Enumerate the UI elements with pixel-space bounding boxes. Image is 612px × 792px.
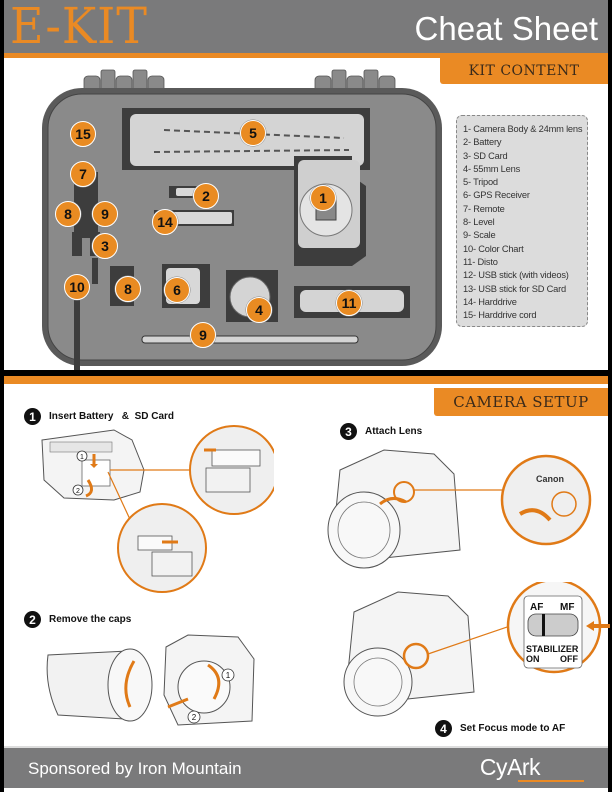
legend-item: 9- Scale [463,230,496,241]
step-4-number: 4 [435,720,452,737]
kit-legend: 1- Camera Body & 24mm lens 2- Battery 3-… [456,115,588,327]
svg-text:OFF: OFF [560,654,578,664]
kit-badge-level-small: 8 [55,201,81,227]
step-3-label: Attach Lens [365,426,423,437]
callout-1-text: 1 [80,454,84,461]
legend-item: 5- Tripod [463,177,498,188]
svg-text:Canon: Canon [536,474,564,484]
kit-badge-scale-small: 9 [92,201,118,227]
header: E-KIT Cheat Sheet [4,0,608,55]
kit-badge-gps: 6 [164,277,190,303]
scale-slot [141,335,359,344]
section-divider-dark [4,370,608,376]
kit-badge-remote: 7 [70,161,96,187]
legend-item: 2- Battery [463,137,502,148]
step-1-label: Insert Battery & SD Card [49,411,175,422]
footer: Sponsored by Iron Mountain CyArk [4,748,608,788]
cyark-logo: CyArk [479,754,541,780]
sponsor-text: Sponsored by Iron Mountain [28,759,242,778]
step-3-number: 3 [340,423,357,440]
page-title: Cheat Sheet [414,10,598,47]
logo-underline [518,780,584,782]
section-divider [4,376,608,384]
legend-item: 14- Harddrive [463,296,517,307]
legend-item: 7- Remote [463,203,505,214]
step-2-label: Remove the caps [49,614,132,625]
legend-item: 4- 55mm Lens [463,163,521,174]
kit-badge-battery: 2 [193,183,219,209]
svg-text:1: 1 [226,671,231,680]
focus-mode-illustration: AF MF STABILIZER ON OFF [343,582,610,717]
step-4-heading: 4 Set Focus mode to AF [435,720,565,737]
legend-item: 1- Camera Body & 24mm lens [463,124,583,134]
kit-badge-level: 8 [115,276,141,302]
legend-item: 13- USB stick for SD Card [463,283,566,294]
callout-2-text: 2 [76,488,80,495]
kit-badge-scale: 9 [190,322,216,348]
kit-badge-tripod: 5 [240,120,266,146]
svg-text:STABILIZER: STABILIZER [526,644,579,654]
remove-caps-illustration: 1 2 [46,634,255,726]
color-chart-slot [74,278,80,370]
svg-text:AF: AF [530,602,543,613]
kit-badge-camera-body: 1 [310,185,336,211]
footer-divider [4,746,608,748]
kit-badge-harddrive-cord: 15 [70,121,96,147]
step-3-heading: 3 Attach Lens [340,423,422,440]
step-4-label: Set Focus mode to AF [460,723,566,734]
legend-item: 10- Color Chart [463,243,524,254]
brand-title: E-KIT [10,0,148,55]
kit-badge-harddrive: 14 [152,209,178,235]
legend-item: 3- SD Card [463,150,508,161]
kit-badge-sd-card: 3 [92,233,118,259]
kit-badge-color-chart: 10 [64,274,90,300]
attach-lens-illustration: Canon [327,449,592,569]
step-2-heading: 2 Remove the caps [24,611,131,628]
legend-item: 15- Harddrive cord [463,310,537,321]
insert-battery-illustration: 1 2 [41,425,274,593]
step-1-number: 1 [24,408,41,425]
legend-item: 6- GPS Receiver [463,190,530,201]
section-tab-camera-setup: CAMERA SETUP [434,388,608,416]
legend-item: 12- USB stick (with videos) [463,270,569,281]
legend-item: 11- Disto [463,256,498,267]
svg-text:MF: MF [560,602,574,613]
legend-item: 8- Level [463,217,495,228]
svg-text:ON: ON [526,654,540,664]
step-2-number: 2 [24,611,41,628]
kit-badge-disto: 11 [336,290,362,316]
section-tab-kit-content: KIT CONTENT [440,58,608,84]
header-accent-bar [4,53,608,58]
svg-text:2: 2 [192,713,197,722]
step-1-heading: 1 Insert Battery & SD Card [24,408,174,425]
kit-badge-lens: 4 [246,297,272,323]
cheat-sheet-page: E-KIT Cheat Sheet KIT CONTENT [4,0,610,792]
